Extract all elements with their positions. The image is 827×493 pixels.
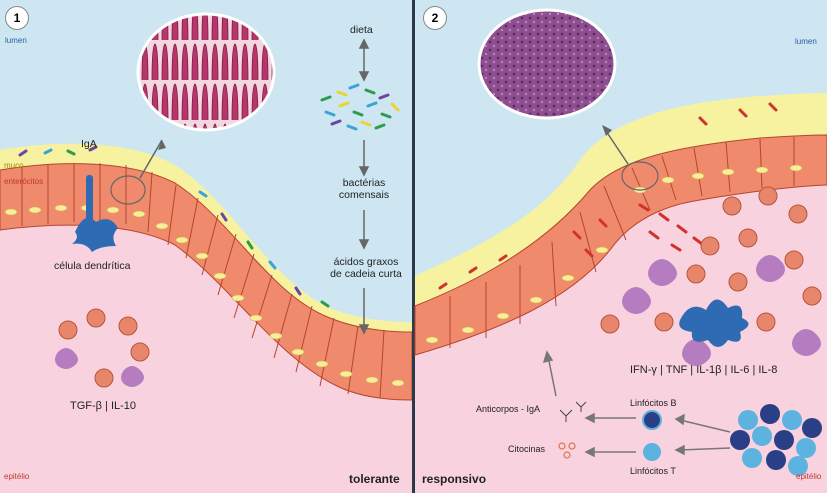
dendritic-cell-icon-2 — [679, 299, 749, 347]
panel-1-number: 1 — [5, 6, 29, 30]
bacterias-line-1: bactérias — [342, 177, 386, 189]
panel-2-state-label: responsivo — [422, 472, 487, 486]
t-lymphocyte-icon — [643, 443, 661, 461]
bacterias-line-2: comensais — [338, 189, 390, 201]
magnify-arrow — [139, 139, 163, 179]
panel-1-state-label: tolerante — [349, 472, 400, 486]
bacteria-cluster — [320, 83, 400, 131]
panel-1-cytokines-label: TGF-β | IL-10 — [70, 400, 137, 412]
anticorpos-label: Anticorpos - IgA — [476, 404, 541, 414]
panel-2-number: 2 — [423, 6, 447, 30]
acidos-line-1: ácidos graxos — [333, 256, 399, 268]
panel-1-lumen-label: lumen — [5, 36, 27, 45]
immune-cells-panel1 — [55, 308, 150, 388]
citocinas-label: Citocinas — [508, 444, 546, 454]
panel-1-acidos-label: ácidos graxos de cadeia curta — [326, 256, 406, 280]
panel-1-muco-label: muco — [4, 161, 24, 170]
panel-2-epitelio-label: epitélio — [796, 472, 822, 481]
magnify-circle — [110, 175, 146, 205]
cytokine-blobs — [600, 186, 822, 334]
panel-divider — [412, 0, 415, 493]
dendritic-cell-icon — [72, 175, 118, 252]
enterocyte-nuclei-2 — [425, 164, 803, 344]
citocinas-icon — [558, 442, 576, 459]
panel-2 — [414, 0, 827, 493]
panel-1-epitelio-label: epitélio — [4, 472, 30, 481]
linfocitos-b-label: Linfócitos B — [630, 398, 677, 408]
epithelium-region — [0, 176, 412, 493]
macrophages-2 — [622, 255, 821, 366]
b-lymphocyte-icon — [642, 410, 662, 430]
enterocyte-nuclei — [4, 204, 405, 387]
inflamed-micrograph — [477, 8, 617, 120]
surface-bacteria — [18, 145, 330, 308]
panel-1-iga-label: IgA — [81, 138, 97, 150]
invading-bacteria — [438, 102, 778, 290]
magnify-circle-2 — [621, 161, 659, 191]
linfocitos-t-label: Linfócitos T — [630, 466, 676, 476]
panel-1-bacterias-label: bactérias comensais — [326, 177, 402, 201]
lymphocyte-cluster — [730, 404, 822, 476]
epithelium-region-2 — [415, 140, 827, 493]
panel-2-lumen-label: lumen — [795, 37, 817, 46]
panel-2-cytokines-label: IFN-γ | TNF | IL-1β | IL-6 | IL-8 — [630, 364, 778, 376]
villi-micrograph — [136, 12, 276, 132]
panel-1-dendritic-label: célula dendrítica — [54, 260, 131, 272]
antibody-icon — [559, 401, 587, 422]
panel-1 — [0, 0, 413, 493]
mucus-layer — [0, 143, 412, 339]
panel-1-enterocitos-label: enterócitos — [4, 177, 44, 186]
flow-arrows — [358, 38, 370, 335]
lymph-arrows — [542, 350, 731, 458]
panel-1-dieta-label: dieta — [350, 24, 373, 36]
acidos-line-2: de cadeia curta — [330, 268, 402, 280]
